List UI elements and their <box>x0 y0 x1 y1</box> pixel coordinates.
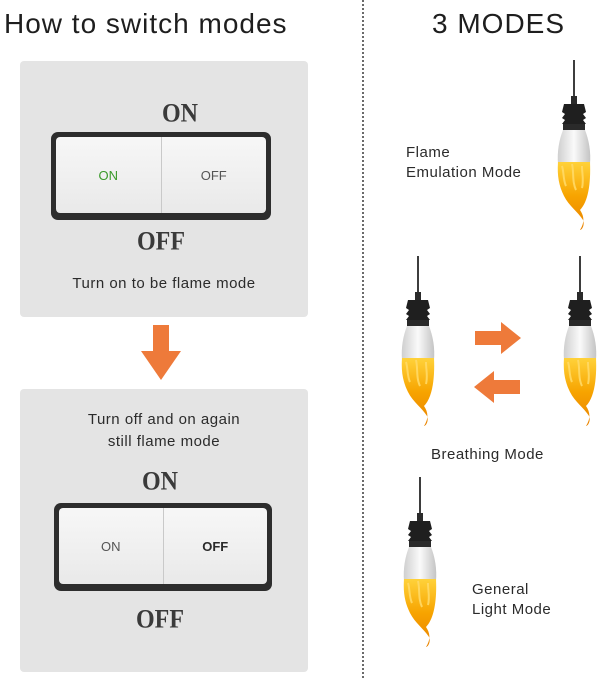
breathing-mode-label: Breathing Mode <box>431 446 544 463</box>
rocker-switch[interactable]: ON OFF <box>54 503 272 591</box>
on-label: ON <box>162 99 198 129</box>
on-label: ON <box>142 467 178 497</box>
off-label: OFF <box>137 227 185 257</box>
switch-panel-2: Turn off and on again still flame mode O… <box>20 389 308 672</box>
flame-mode-caption: Turn on to be flame mode <box>72 275 256 292</box>
switch-on-side[interactable]: ON <box>98 167 119 183</box>
how-to-switch-title: How to switch modes <box>4 8 288 39</box>
flame-emulation-mode-label: Flame Emulation Mode <box>406 144 522 181</box>
switch-off-side[interactable]: OFF <box>160 137 267 213</box>
breathing-bulb-left-icon <box>400 256 436 427</box>
off-label: OFF <box>136 605 184 635</box>
left-arrow-icon <box>474 371 520 403</box>
breathing-bulb-right-icon <box>562 256 598 427</box>
three-modes-title: 3 MODES <box>432 8 566 39</box>
general-bulb-icon <box>402 477 438 648</box>
flame-bulb-icon <box>556 60 592 231</box>
down-arrow-icon <box>141 325 181 380</box>
general-light-mode-label: General Light Mode <box>472 581 552 618</box>
rocker-switch[interactable]: ON OFF <box>51 132 271 220</box>
turn-off-on-caption-line2: still flame mode <box>107 433 221 450</box>
switch-on-side[interactable]: ON <box>101 538 121 554</box>
column-divider <box>362 0 364 678</box>
right-arrow-icon <box>475 322 521 354</box>
switch-off-side[interactable]: OFF <box>162 508 268 584</box>
turn-off-on-caption-line1: Turn off and on again <box>87 411 241 428</box>
switch-panel-1: ON ON OFF OFF Turn on to be flame mode <box>20 61 308 317</box>
